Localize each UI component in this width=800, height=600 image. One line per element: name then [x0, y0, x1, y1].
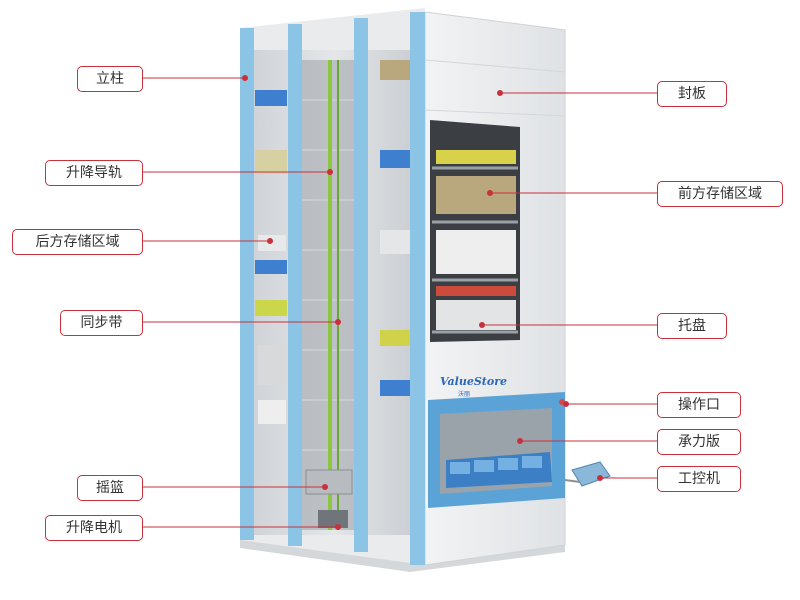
- leader-lines: [142, 75, 658, 530]
- label-cradle: 摇篮: [77, 475, 143, 501]
- label-lift-guide-rail: 升降导轨: [45, 160, 143, 186]
- label-operation-port: 操作口: [657, 392, 741, 418]
- front-shelves: [432, 150, 518, 334]
- side-panel-seams: [424, 59, 566, 117]
- label-industrial-pc: 工控机: [657, 466, 741, 492]
- label-rear-storage-area: 后方存储区域: [12, 229, 143, 255]
- label-front-storage-area: 前方存储区域: [657, 181, 783, 207]
- brand-logo: ValueStore: [440, 375, 507, 388]
- control-terminal: [571, 461, 611, 487]
- label-lift-motor: 升降电机: [45, 515, 143, 541]
- label-tray: 托盘: [657, 313, 727, 339]
- label-cover-panel: 封板: [657, 81, 727, 107]
- label-load-bearing-plate: 承力版: [657, 429, 741, 455]
- brand-logo-sub: 沃丽: [458, 390, 470, 398]
- label-sync-belt: 同步带: [60, 310, 143, 336]
- label-upright: 立柱: [77, 66, 143, 92]
- cradle: [305, 469, 353, 495]
- uprights: [240, 12, 425, 565]
- tray-bins: [450, 456, 542, 474]
- lift-motor: [318, 510, 348, 528]
